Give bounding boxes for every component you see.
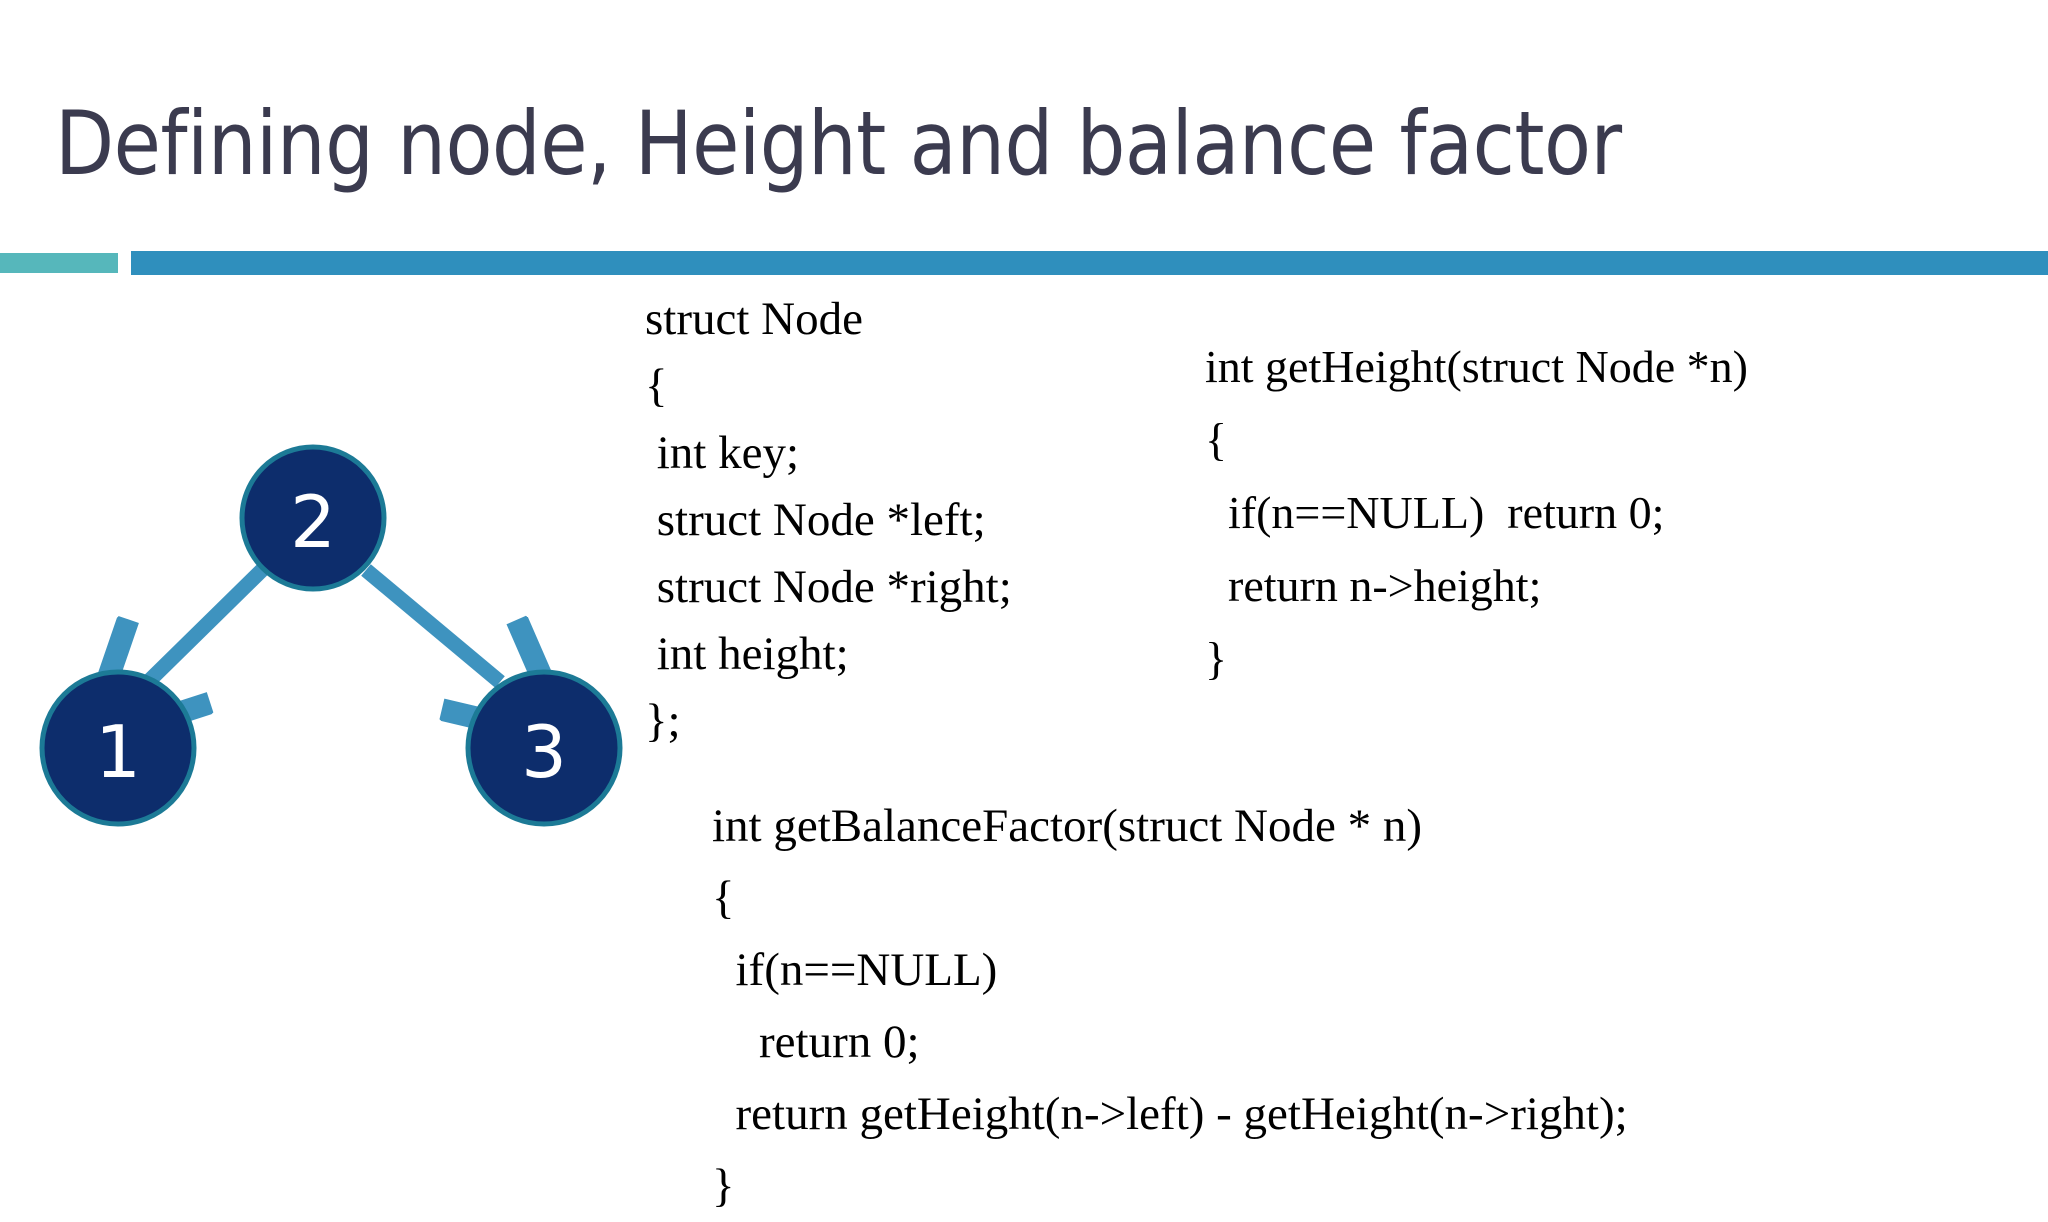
code-block-get-balance-factor: int getBalanceFactor(struct Node * n) { … — [712, 800, 1628, 1212]
tree-node-left: 1 — [39, 669, 197, 827]
tree-node-root: 2 — [239, 444, 387, 592]
tree-node-right-label: 3 — [521, 710, 567, 794]
binary-tree-diagram: 2 1 3 — [0, 400, 660, 860]
page-title: Defining node, Height and balance factor — [55, 92, 1622, 195]
code-block-struct-node: struct Node { int key; struct Node *left… — [645, 293, 1012, 747]
tree-node-left-label: 1 — [95, 710, 141, 794]
code-block-get-height: int getHeight(struct Node *n) { if(n==NU… — [1205, 341, 1748, 684]
tree-edge-root-left — [150, 564, 268, 680]
tree-node-root-label: 2 — [290, 480, 336, 564]
tree-edge-root-right — [361, 564, 500, 682]
tree-node-right: 3 — [465, 669, 623, 827]
accent-bar-left — [0, 253, 118, 273]
slide-canvas: Defining node, Height and balance factor… — [0, 92, 2048, 1212]
accent-bar-right — [131, 251, 2048, 275]
